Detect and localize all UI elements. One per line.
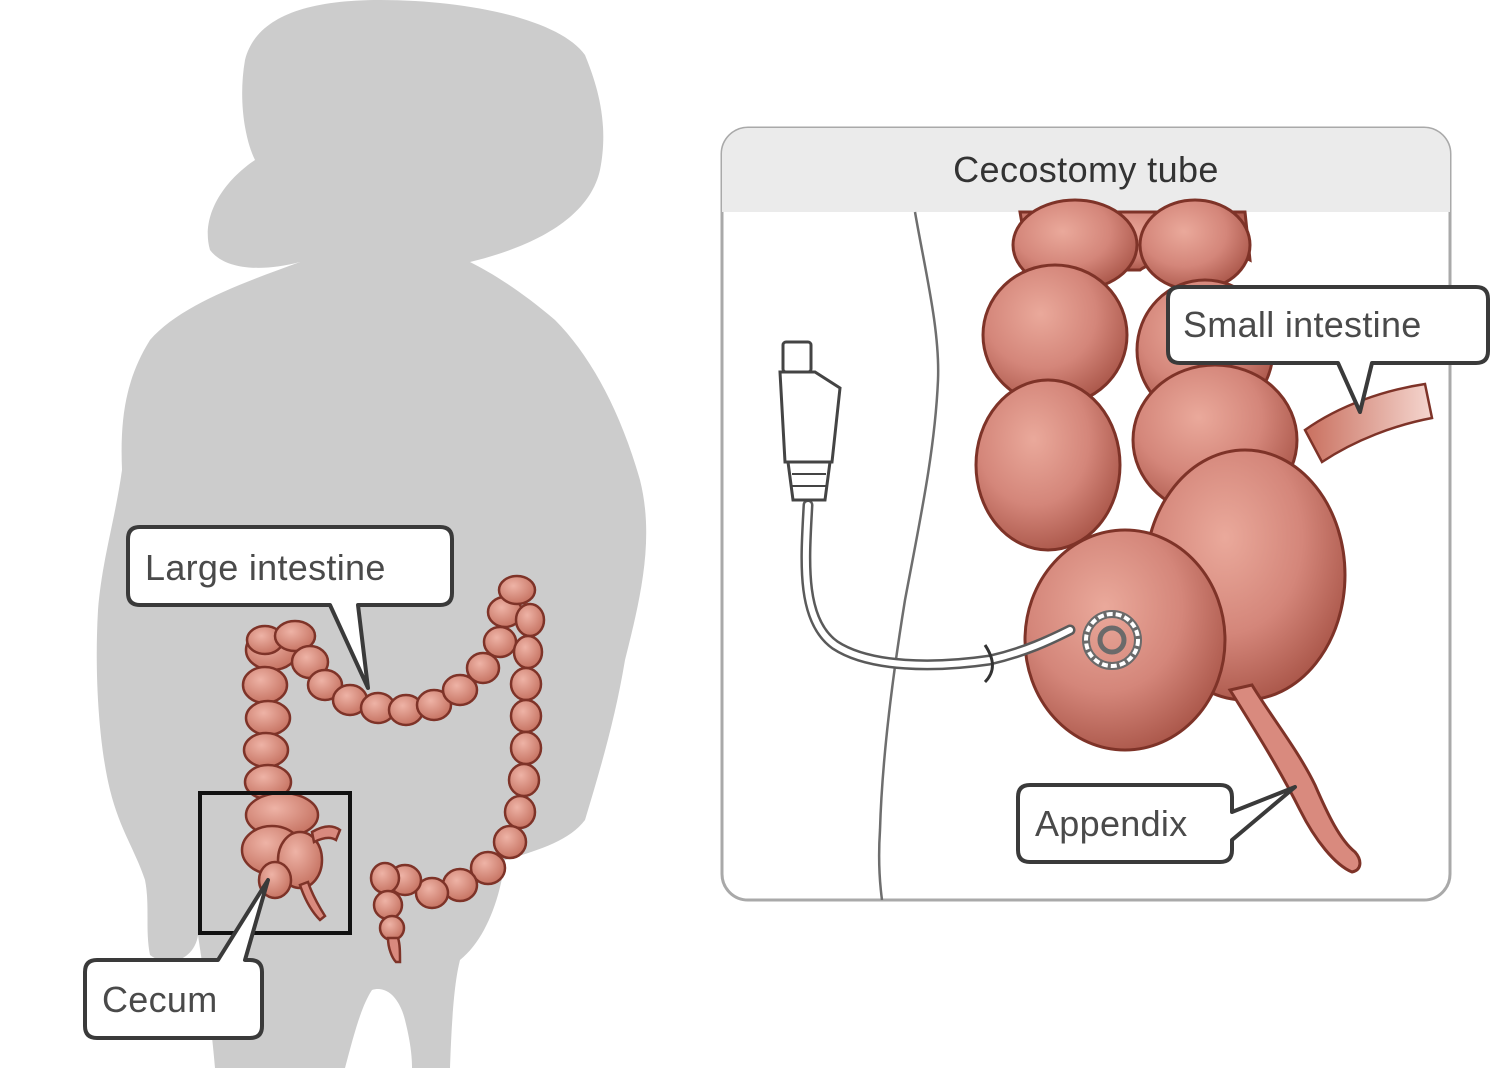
- small-intestine-callout: [1166, 285, 1490, 414]
- cecum-label: Cecum: [102, 979, 218, 1020]
- tube-connector-cap: [781, 340, 813, 374]
- cecum-callout: [83, 878, 270, 1040]
- transverse-colon: [245, 574, 537, 727]
- descending-colon: [492, 602, 546, 860]
- tube-connector-body: [778, 370, 842, 464]
- large-intestine-label: Large intestine: [145, 547, 386, 588]
- panel-header: [722, 128, 1450, 212]
- appendix-detail: [1227, 683, 1362, 874]
- appendix-label: Appendix: [1035, 803, 1188, 844]
- ascending-colon: [240, 628, 342, 922]
- appendix-callout: [1016, 783, 1297, 864]
- cecum-highlight-box: [198, 791, 352, 935]
- small-intestine-label: Small intestine: [1183, 304, 1422, 345]
- body-outline-line: [877, 211, 940, 900]
- large-intestine: [240, 574, 546, 964]
- cecostomy-tube: [778, 340, 1142, 684]
- panel-title: Cecostomy tube: [953, 149, 1219, 190]
- sigmoid-colon: [369, 850, 507, 964]
- small-intestine-stub: [1303, 382, 1434, 464]
- large-intestine-callout: [126, 525, 454, 690]
